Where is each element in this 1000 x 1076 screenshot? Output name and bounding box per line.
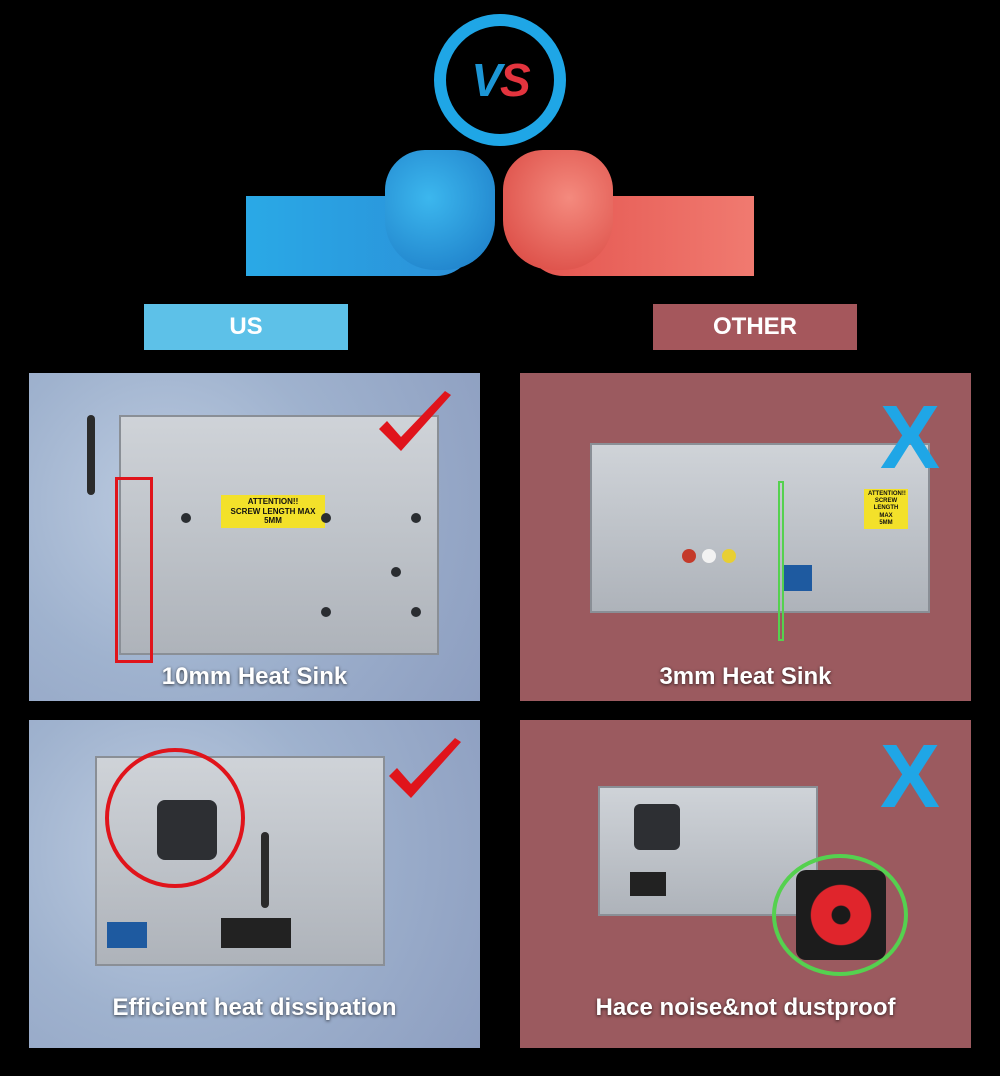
other-label: OTHER [653, 304, 857, 350]
cross-icon: X [880, 388, 941, 488]
attention-sticker: ATTENTION!! SCREW LENGTH MAX 5MM [864, 489, 908, 529]
head-unit-image: ATTENTION!! SCREW LENGTH MAX 5MM [590, 443, 930, 613]
harness-connector [107, 922, 147, 948]
attention-sticker: ATTENTION!! SCREW LENGTH MAX 5MM [221, 495, 325, 528]
screw-hole [321, 607, 331, 617]
red-fist-image [503, 150, 613, 270]
fan-highlight-circle [772, 854, 908, 976]
fan-grille-icon [634, 804, 680, 850]
us-dissipation-panel: Efficient heat dissipation [29, 720, 480, 1048]
heat-sink-highlight [778, 481, 784, 641]
other-noise-panel: X Hace noise&not dustproof [520, 720, 971, 1048]
screw-hole [411, 607, 421, 617]
us-label: US [144, 304, 348, 350]
vs-badge: VS [434, 14, 566, 146]
heat-sink-highlight [115, 477, 153, 663]
screw-hole [181, 513, 191, 523]
head-unit-image: ATTENTION!! SCREW LENGTH MAX 5MM [119, 415, 439, 655]
fan-highlight-circle [105, 748, 245, 888]
blue-fist-image [385, 150, 495, 270]
antenna-image [87, 415, 95, 495]
fan-blades-icon [806, 880, 876, 950]
external-fan-image [796, 870, 886, 960]
harness-connector [221, 918, 291, 948]
rca-connector [702, 549, 716, 563]
harness-connector [630, 872, 666, 896]
antenna-image [261, 832, 269, 908]
vs-text: VS [471, 54, 530, 106]
screw-hole [321, 513, 331, 523]
other-heat-sink-panel: ATTENTION!! SCREW LENGTH MAX 5MM X 3mm H… [520, 373, 971, 701]
rca-connector [722, 549, 736, 563]
panel-caption: 3mm Heat Sink [659, 663, 832, 690]
check-icon [389, 738, 461, 798]
panel-caption: Hace noise&not dustproof [595, 994, 896, 1021]
check-icon [379, 391, 451, 451]
panel-caption: 10mm Heat Sink [161, 663, 348, 690]
screw-hole [391, 567, 401, 577]
screw-hole [411, 513, 421, 523]
cross-icon: X [880, 727, 941, 827]
rca-connector [682, 549, 696, 563]
us-heat-sink-panel: ATTENTION!! SCREW LENGTH MAX 5MM 10mm He… [29, 373, 480, 701]
harness-connector [782, 565, 812, 591]
panel-caption: Efficient heat dissipation [112, 994, 397, 1021]
